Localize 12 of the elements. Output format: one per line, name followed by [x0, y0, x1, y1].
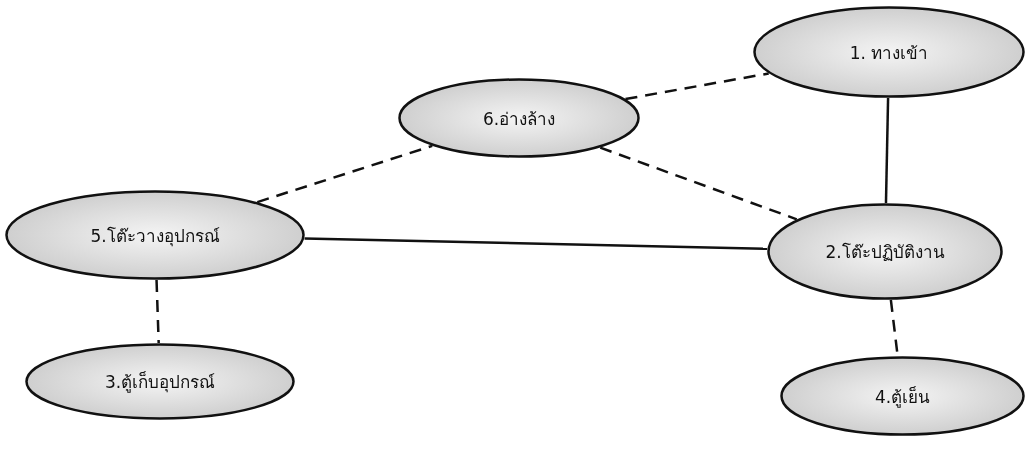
node-label: 5.โต๊ะวางอุปกรณ์ — [90, 224, 220, 249]
connector-line — [304, 237, 768, 251]
node-label: 4.ตู้เย็น — [874, 385, 931, 410]
node-label: 1. ทางเข้า — [849, 41, 929, 65]
dashed-connector — [625, 72, 769, 101]
node-label: 6.อ่างล้าง — [482, 107, 556, 131]
node-label: 2.โต๊ะปฏิบัติงาน — [825, 241, 945, 264]
dashed-connector — [256, 144, 433, 204]
dashed-connector — [599, 146, 798, 221]
dashed-connector — [155, 279, 160, 344]
connector-line — [884, 97, 890, 204]
node-label: 3.ตู้เก็บอุปกรณ์ — [104, 370, 216, 395]
